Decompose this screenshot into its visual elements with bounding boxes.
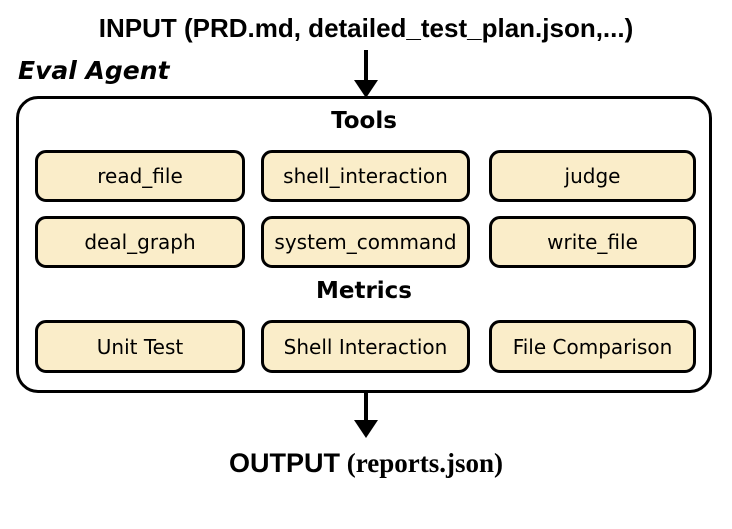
output-prefix: OUTPUT <box>229 448 340 478</box>
tool-box-shell-interaction: shell_interaction <box>261 150 470 202</box>
tools-section-title: Tools <box>331 108 397 134</box>
metric-box-shell-interaction: Shell Interaction <box>261 320 470 373</box>
output-arrow-shaft <box>364 392 368 422</box>
tool-box-deal-graph: deal_graph <box>35 216 245 268</box>
output-arrowhead-icon <box>354 420 378 438</box>
tool-box-read-file: read_file <box>35 150 245 202</box>
eval-agent-label: Eval Agent <box>18 56 170 85</box>
input-label: INPUT (PRD.md, detailed_test_plan.json,.… <box>98 13 634 43</box>
eval-agent-box: Tools read_file shell_interaction judge … <box>16 96 712 393</box>
output-suffix: (reports.json) <box>340 448 503 478</box>
output-arrow-icon <box>354 392 378 440</box>
tool-box-judge: judge <box>489 150 696 202</box>
input-arrowhead-icon <box>354 80 378 98</box>
metric-box-unit-test: Unit Test <box>35 320 245 373</box>
input-arrow-shaft <box>364 50 368 82</box>
tool-box-write-file: write_file <box>489 216 696 268</box>
metrics-section-title: Metrics <box>315 278 413 304</box>
output-label: OUTPUT (reports.json) <box>0 448 732 479</box>
input-arrow-icon <box>354 50 378 98</box>
metric-box-file-comparison: File Comparison <box>489 320 696 373</box>
tool-box-system-command: system_command <box>261 216 470 268</box>
